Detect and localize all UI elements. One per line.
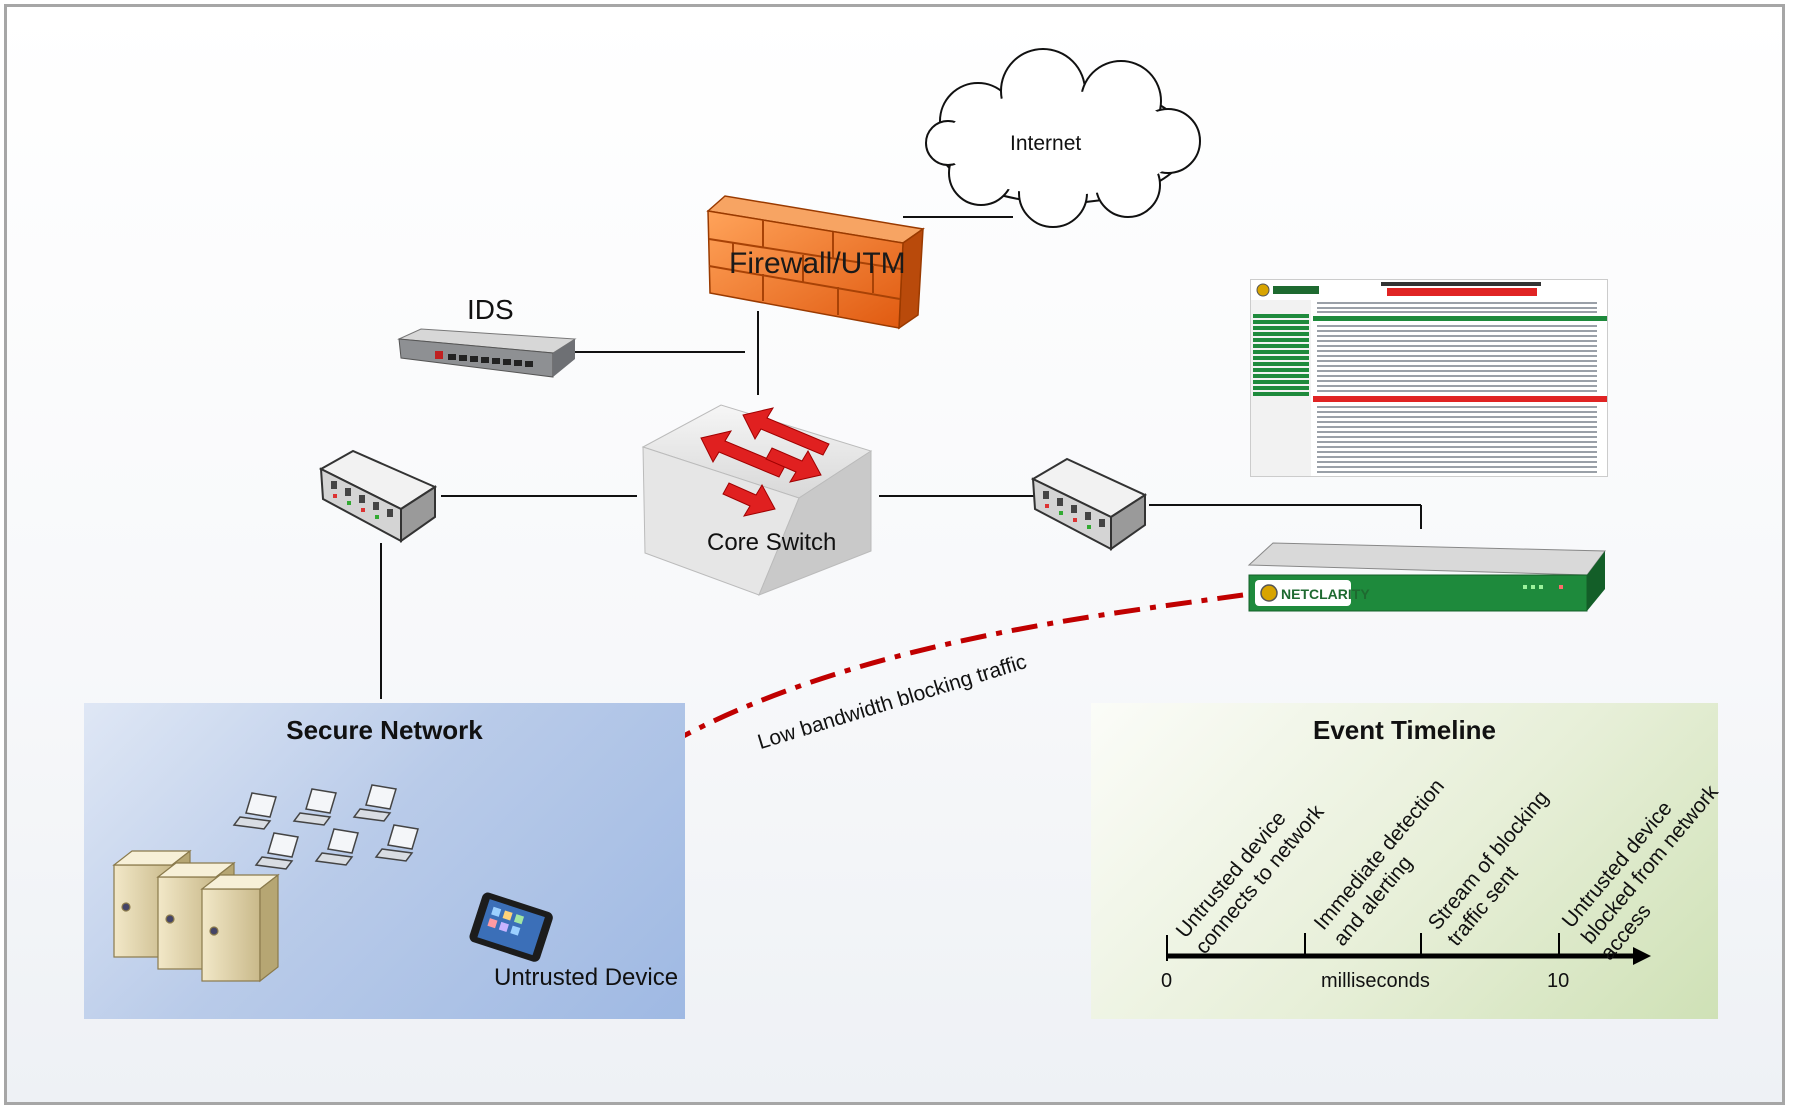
tablet-icon xyxy=(469,892,553,962)
switch-arrows xyxy=(700,407,830,517)
timeline-end-label: 10 xyxy=(1547,970,1570,992)
network-diagram: NETCLARITY xyxy=(318,48,1606,900)
firewall-icon xyxy=(706,195,925,330)
internet-cloud-fill xyxy=(945,91,1181,195)
ids-label: IDS xyxy=(467,294,514,325)
internet-label: Internet xyxy=(1010,132,1082,155)
right-hub-icon xyxy=(1030,457,1148,551)
secure-network-panel: Secure Network xyxy=(84,703,685,1019)
laptop-icons xyxy=(232,784,419,870)
secure-network-title: Secure Network xyxy=(286,715,483,745)
netclarity-appliance-icon: NETCLARITY xyxy=(1247,542,1606,612)
untrusted-device-label: Untrusted Device xyxy=(494,964,679,991)
ids-appliance-icon xyxy=(397,328,577,378)
diagram-frame: NETCLARITY Internet IDS Firewall/UTM Cor… xyxy=(4,4,1785,1105)
core-switch-label: Core Switch xyxy=(707,529,837,556)
timeline-axis xyxy=(1166,933,1651,965)
secure-network-icons xyxy=(112,784,553,983)
appliance-logo-text: NETCLARITY xyxy=(1281,586,1370,602)
timeline-arrow-head xyxy=(1633,947,1651,965)
event-timeline-title: Event Timeline xyxy=(1312,715,1497,745)
firewall-label: Firewall/UTM xyxy=(729,247,906,280)
left-hub-icon xyxy=(318,449,438,543)
netclarity-dashboard-screenshot xyxy=(1250,279,1608,477)
timeline-start-label: 0 xyxy=(1161,970,1173,992)
timeline-unit-label: milliseconds xyxy=(1321,970,1430,992)
server-icons xyxy=(112,849,280,983)
connection-lines xyxy=(380,216,1422,699)
event-timeline-panel: Event Timeline Untrusted device connects… xyxy=(1091,703,1723,1019)
dashboard-thumbnail xyxy=(1251,280,1607,476)
